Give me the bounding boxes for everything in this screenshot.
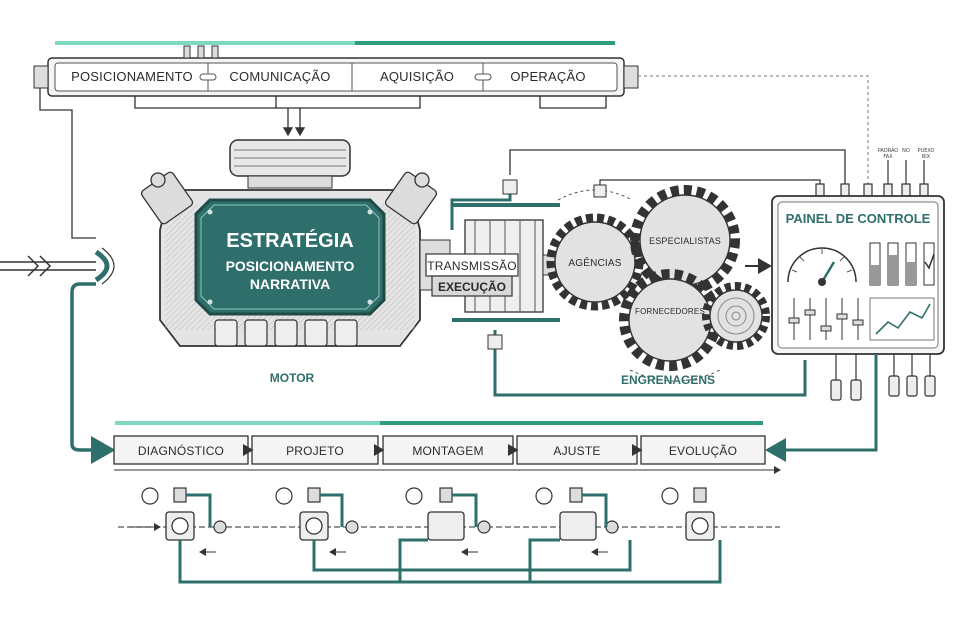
gear-label-fornecedores: FORNECEDORES <box>635 307 705 316</box>
gears-caption: ENGRENAGENS <box>621 373 715 387</box>
gears-cluster: AGÊNCIAS ESPECIALISTAS FORNECEDORES ENGR… <box>546 179 821 387</box>
bottom-label-montagem: MONTAGEM <box>412 444 483 458</box>
top-label-comunicacao: COMUNICAÇÃO <box>229 69 330 84</box>
engine-line-narrativa: NARRATIVA <box>250 276 330 292</box>
top-accent-strip <box>55 41 615 45</box>
gear-label-especialistas: ESPECIALISTAS <box>649 236 721 246</box>
bottom-label-ajuste: AJUSTE <box>553 444 600 458</box>
engine-block: ESTRATÉGIA POSICIONAMENTO NARRATIVA MOTO… <box>140 139 438 385</box>
bottom-label-evolucao: EVOLUÇÃO <box>669 444 737 458</box>
panel-title: PAINEL DE CONTROLE <box>786 211 931 226</box>
engine-caption: MOTOR <box>270 371 315 385</box>
panel-tag-no: NO <box>902 148 910 154</box>
bottom-piping-system <box>118 487 780 584</box>
transmission-sub: EXECUÇÃO <box>438 279 506 294</box>
transmission-label: TRANSMISSÃO <box>427 259 517 273</box>
top-label-posicionamento: POSICIONAMENTO <box>71 69 193 84</box>
bottom-process-bar: DIAGNÓSTICO PROJETO MONTAGEM AJUSTE EVOL… <box>113 421 781 474</box>
top-label-aquisicao: AQUISIÇÃO <box>380 69 454 84</box>
engine-line-posicionamento: POSICIONAMENTO <box>226 258 355 274</box>
input-intake <box>0 247 115 285</box>
gear-label-agencias: AGÊNCIAS <box>568 256 621 269</box>
bottom-label-projeto: PROJETO <box>286 444 344 458</box>
top-label-operacao: OPERAÇÃO <box>510 69 585 84</box>
bottom-label-diagnostico: DIAGNÓSTICO <box>138 443 224 458</box>
top-process-bar: POSICIONAMENTO COMUNICAÇÃO AQUISIÇÃO OPE… <box>33 41 869 239</box>
engine-title: ESTRATÉGIA <box>226 229 353 252</box>
left-feedback-loop <box>70 282 116 464</box>
